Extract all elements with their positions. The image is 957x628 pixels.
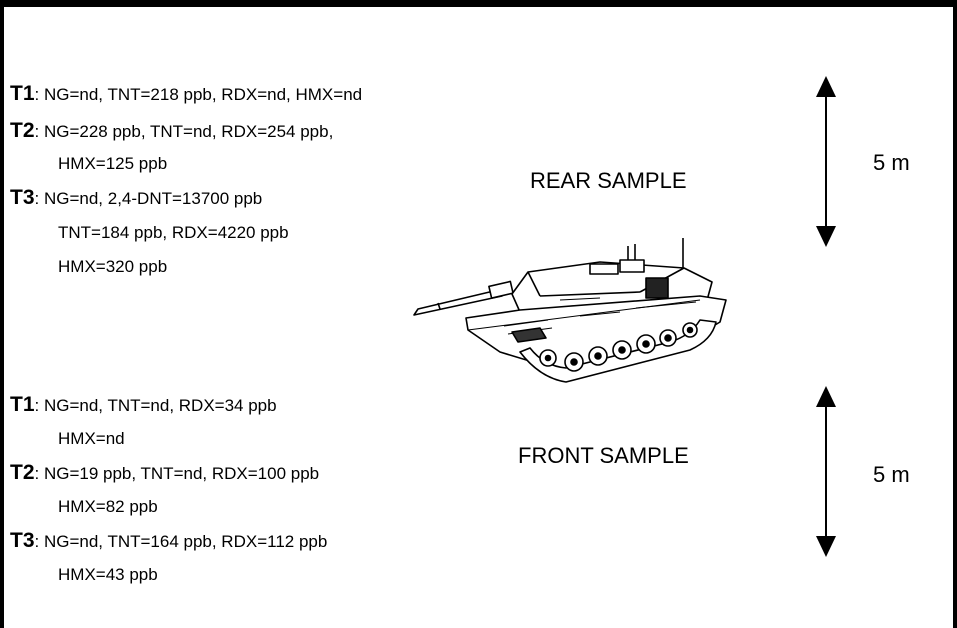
double-arrow-icon <box>816 76 836 247</box>
double-arrow-icon <box>816 386 836 557</box>
tank-icon <box>414 238 726 382</box>
